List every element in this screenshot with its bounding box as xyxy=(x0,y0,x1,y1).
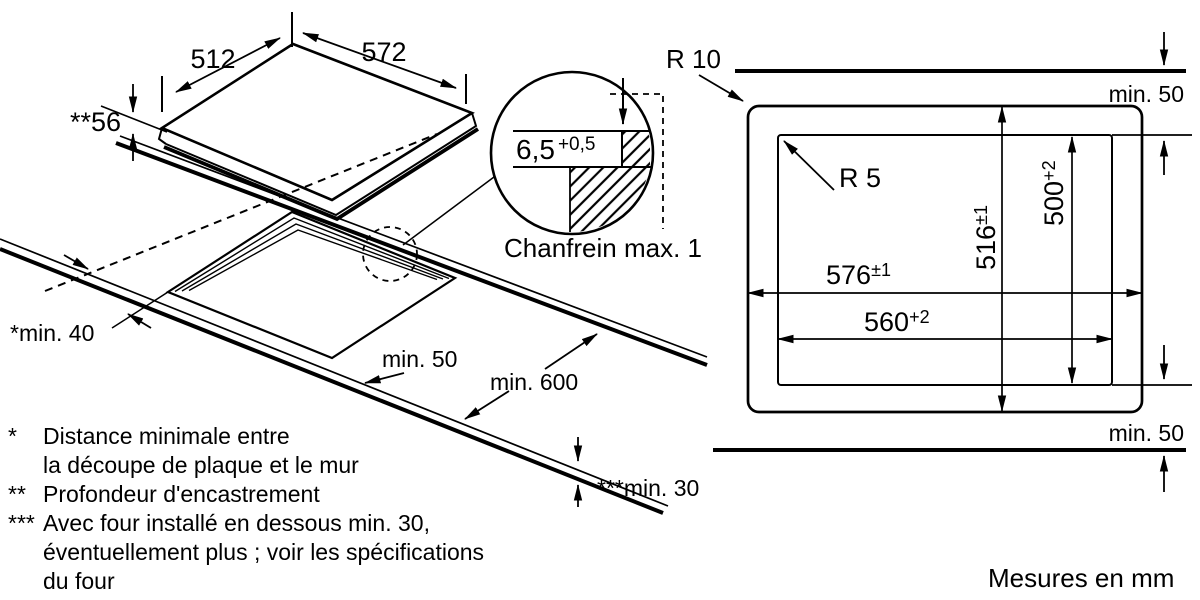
hob-bottom-edge xyxy=(165,112,478,217)
section-hatch-lower xyxy=(570,167,651,232)
hob-depth-value: 516 xyxy=(971,225,1001,270)
footnote-1-marker: * xyxy=(8,423,17,449)
section-hatch-upper xyxy=(622,131,650,167)
worktop-back-edge xyxy=(119,135,708,358)
edge-distance-label: min. 50 xyxy=(382,346,457,372)
oven-gap-label: ***min. 30 xyxy=(597,475,699,501)
cutout-extension-line xyxy=(111,291,169,329)
hob-width-label: 572 xyxy=(361,37,406,67)
worktop-front-edge-thick xyxy=(0,247,664,515)
hob-width-tolerance: ±1 xyxy=(871,260,891,280)
dimension-line-572 xyxy=(302,32,457,89)
footnote-1-line-1: Distance minimale entre xyxy=(43,423,290,449)
hob-bottom-shadow xyxy=(163,127,480,222)
hob-width-dim: 576±1 xyxy=(826,260,891,290)
wall-distance-arrow-1 xyxy=(63,254,89,270)
detail-reference-circle xyxy=(362,226,418,282)
height-footnote-marker: ** xyxy=(70,107,92,137)
footnote-3-line-3: du four xyxy=(43,568,115,594)
cutout-step-line-1 xyxy=(174,217,450,293)
footnote-3-line-1: Avec four installé en dessous min. 30, xyxy=(43,510,430,536)
hob-outline xyxy=(746,104,1144,414)
dimension-line-512 xyxy=(175,37,281,93)
footnote-3-marker: *** xyxy=(8,510,35,536)
wall-distance-arrow-2 xyxy=(127,313,152,329)
hob-width-value: 576 xyxy=(826,260,871,290)
top-clearance-label: min. 50 xyxy=(1109,81,1184,107)
cutout-width-dim: 560+2 xyxy=(864,307,930,337)
hob-depth-tolerance: ±1 xyxy=(971,205,991,225)
projection-dashed-line xyxy=(610,93,664,229)
inner-radius-label: R 5 xyxy=(839,163,881,193)
units-note: Mesures en mm xyxy=(988,563,1174,593)
chamfer-caption: Chanfrein max. 1 xyxy=(504,233,702,263)
worktop-back-edge-thick xyxy=(115,141,708,367)
recess-depth-tolerance: +0,5 xyxy=(558,134,596,155)
cutout-step-line-2 xyxy=(181,223,444,292)
cutout-width-value: 560 xyxy=(864,307,909,337)
footnote-1-line-2: la découpe de plaque et le mur xyxy=(43,452,359,478)
cutout-width-tolerance: +2 xyxy=(909,307,930,327)
wall-hidden-line xyxy=(44,133,438,292)
cutout-depth-dim: 500+2 xyxy=(1039,160,1069,226)
hob-depth-dim: 516±1 xyxy=(971,205,1001,270)
footnotes: * Distance minimale entre la découpe de … xyxy=(8,423,484,594)
extension-line xyxy=(100,105,168,133)
outer-radius-arrow xyxy=(698,74,744,102)
footnote-2-marker: ** xyxy=(8,481,26,507)
cutout-depth-value: 500 xyxy=(1039,181,1069,226)
wall-distance-label: *min. 40 xyxy=(10,320,94,346)
oven-gap-footnote-marker: *** xyxy=(597,475,624,501)
edge-distance-arrow xyxy=(364,372,405,384)
worktop-front-edge xyxy=(0,238,669,507)
cutout-opening xyxy=(165,210,458,360)
footnote-2-line-1: Profondeur d'encastrement xyxy=(43,481,320,507)
worktop-depth-label: min. 600 xyxy=(490,369,578,395)
bottom-clearance-label: min. 50 xyxy=(1109,420,1184,446)
worktop-depth-arrow-down xyxy=(464,390,510,420)
hob-height-label: **56 xyxy=(70,107,121,137)
inner-radius-arrow xyxy=(783,140,835,191)
hob-depth-label: 512 xyxy=(190,44,235,74)
hob-top-face xyxy=(159,42,475,202)
wall-distance-value: min. 40 xyxy=(19,320,94,346)
oven-gap-value: min. 30 xyxy=(624,475,699,501)
worktop-cutout-view: *min. 40 min. 50 min. 600 ***min. 30 xyxy=(0,133,708,515)
recess-detail-view: 6,5+0,5 Chanfrein max. 1 xyxy=(489,70,702,263)
cutout-depth-tolerance: +2 xyxy=(1039,160,1059,181)
outer-radius-label: R 10 xyxy=(666,44,721,74)
worktop-depth-arrow-up xyxy=(544,333,598,370)
cutout-outline xyxy=(777,134,1113,386)
recess-depth-label: 6,5+0,5 xyxy=(516,134,595,165)
wall-distance-footnote-marker: * xyxy=(10,320,19,346)
recess-depth-value: 6,5 xyxy=(516,134,555,165)
hob-isometric-view: 512 572 **56 xyxy=(70,12,480,222)
cutout-step-line-3 xyxy=(188,229,438,292)
height-value: 56 xyxy=(91,107,121,137)
hob-edge-step xyxy=(157,127,167,145)
cutout-plan-view: R 10 min. 50 min. 50 R 5 576±1 560+2 516… xyxy=(666,32,1192,492)
footnote-3-line-2: éventuellement plus ; voir les spécifica… xyxy=(43,539,484,565)
detail-leader-line xyxy=(402,176,495,246)
